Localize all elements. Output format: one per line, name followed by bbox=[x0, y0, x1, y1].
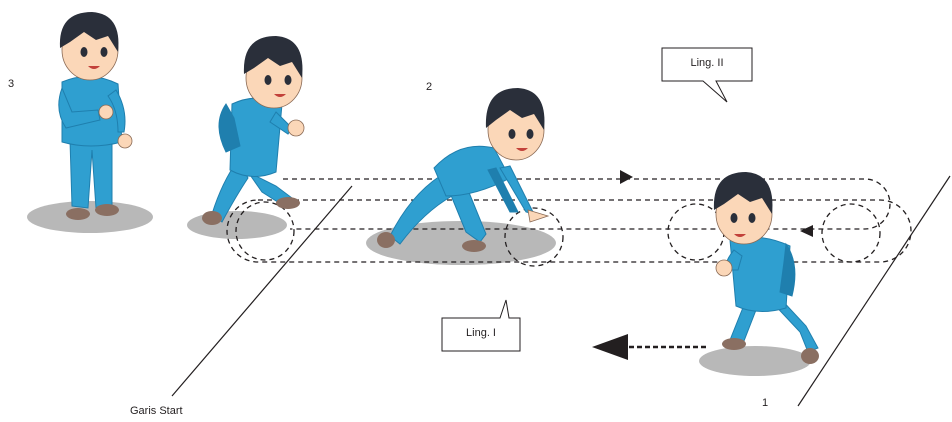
shadow-runner-1 bbox=[699, 346, 811, 376]
runner-starting-figure bbox=[202, 36, 304, 225]
number-3-label: 3 bbox=[8, 78, 14, 90]
bubble-ling-1-text: Ling. I bbox=[442, 327, 520, 339]
turn-line bbox=[798, 176, 950, 406]
number-2-label: 2 bbox=[426, 81, 432, 93]
runner-standing-figure bbox=[59, 12, 132, 220]
bubble-ling-2-text: Ling. II bbox=[662, 57, 752, 69]
number-1-label: 1 bbox=[762, 397, 768, 409]
arrow-left-small-icon bbox=[800, 225, 813, 237]
bubble-ling-1 bbox=[442, 300, 520, 351]
arrow-right-icon bbox=[620, 170, 633, 184]
shadow-runner-start bbox=[187, 211, 287, 239]
shadow-runner-3 bbox=[27, 201, 153, 233]
start-line-label: Garis Start bbox=[130, 405, 183, 417]
arrow-left-large-icon bbox=[592, 334, 628, 360]
runner-returning-figure bbox=[714, 172, 819, 364]
dashed-track bbox=[227, 179, 911, 266]
